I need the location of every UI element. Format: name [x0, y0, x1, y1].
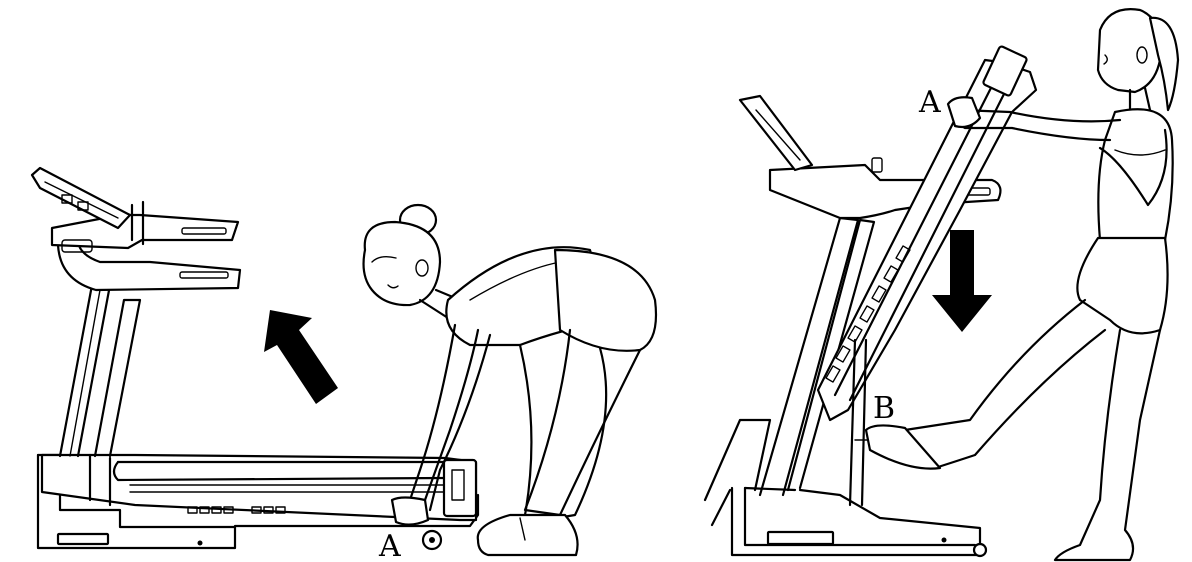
right-panel: A B: [705, 9, 1178, 560]
left-panel: A: [32, 168, 656, 562]
label-a-left: A: [378, 529, 401, 562]
label-a-right: A: [918, 85, 941, 120]
woman-bending: [364, 205, 656, 555]
label-b-right: B: [873, 391, 895, 426]
arrow-up-left: [264, 310, 338, 404]
